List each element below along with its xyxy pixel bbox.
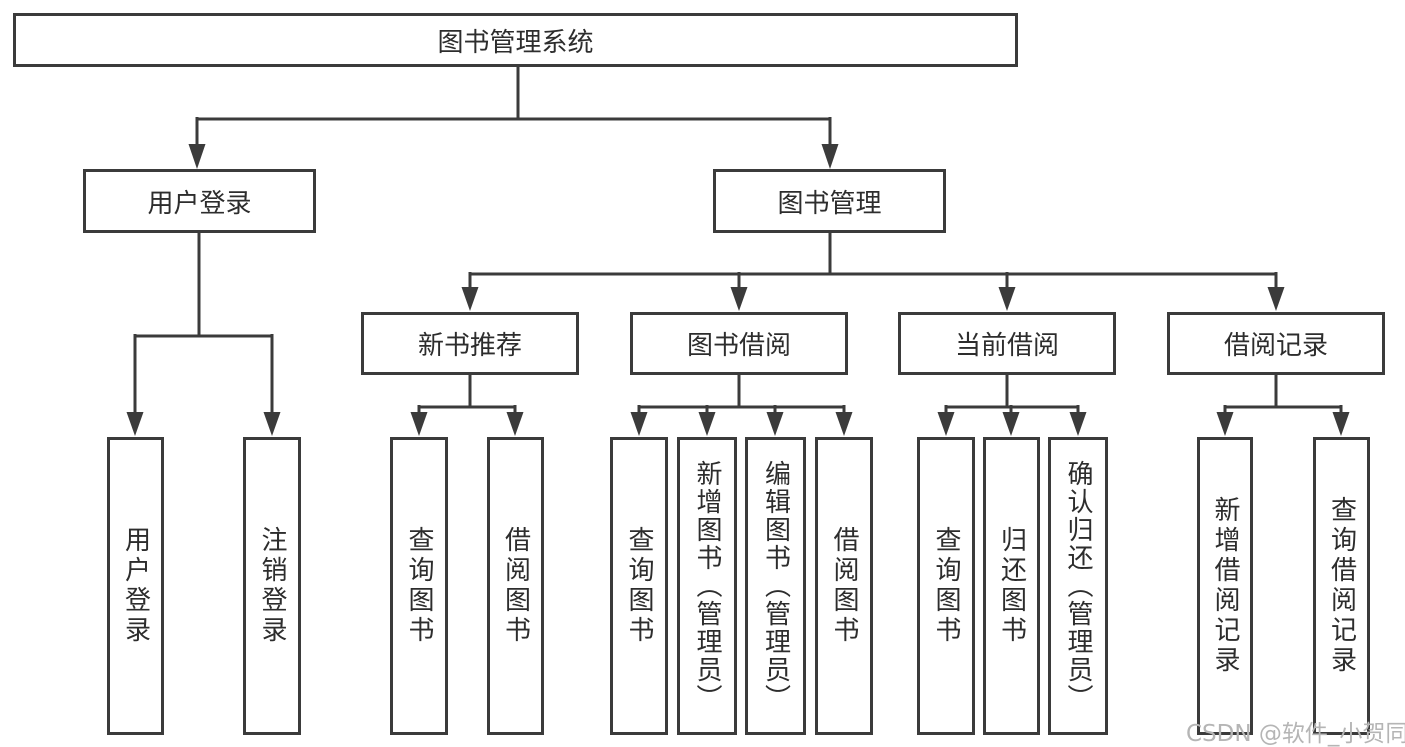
arrowhead: [937, 412, 955, 436]
node-user-login: 用户登录: [83, 169, 316, 233]
arrowhead: [821, 144, 839, 169]
leaf-label: 归还图书: [996, 526, 1027, 646]
arrowhead: [410, 412, 428, 436]
leaf-label: 查询借阅记录: [1326, 496, 1357, 676]
arrowhead: [1267, 287, 1285, 311]
node-root-system: 图书管理系统: [13, 13, 1018, 67]
arrowhead: [461, 287, 479, 311]
arrowhead: [998, 287, 1016, 311]
arrowhead: [835, 412, 853, 436]
leaf-label: 编辑图书（管理员）: [760, 460, 791, 712]
arrowhead: [126, 412, 144, 436]
node-leaf-query-books-2: 查询图书: [610, 437, 668, 735]
node-leaf-query-books-3: 查询图书: [917, 437, 975, 735]
node-leaf-borrow-books-2: 借阅图书: [815, 437, 873, 735]
connector-user-login-branch: [126, 233, 281, 436]
leaf-label: 查询图书: [404, 526, 434, 646]
node-leaf-edit-books-admin: 编辑图书（管理员）: [745, 437, 806, 735]
arrowhead: [506, 412, 524, 436]
leaf-label: 新增借阅记录: [1210, 496, 1240, 676]
node-leaf-add-borrow-record: 新增借阅记录: [1197, 437, 1253, 735]
node-leaf-return-books: 归还图书: [983, 437, 1040, 735]
connector-book-mgmt-branch: [461, 233, 1285, 311]
node-borrowing-records: 借阅记录: [1167, 312, 1385, 375]
leaf-label: 用户登录: [120, 526, 151, 646]
connector-root-to-level2: [188, 67, 839, 169]
node-leaf-query-books-1: 查询图书: [390, 437, 448, 735]
leaf-label: 确认归还（管理员）: [1063, 460, 1093, 712]
leaf-label: 注销登录: [257, 526, 287, 646]
arrowhead: [1332, 412, 1350, 436]
node-leaf-query-borrow-record: 查询借阅记录: [1313, 437, 1370, 735]
arrowhead: [263, 412, 281, 436]
arrowhead: [766, 412, 784, 436]
node-leaf-add-books-admin: 新增图书（管理员）: [677, 437, 737, 735]
node-leaf-user-login: 用户登录: [107, 437, 164, 735]
leaf-label: 借阅图书: [500, 526, 531, 646]
arrowhead: [698, 412, 716, 436]
connector-borrow-records-branch: [1216, 375, 1350, 436]
node-leaf-borrow-books-1: 借阅图书: [487, 437, 544, 735]
csdn-watermark: CSDN @软件_小贺同学: [1186, 721, 1405, 747]
leaf-label: 借阅图书: [829, 526, 859, 646]
arrowhead: [1069, 412, 1087, 436]
node-book-management: 图书管理: [713, 169, 946, 233]
node-leaf-logout: 注销登录: [243, 437, 301, 735]
arrowhead: [1216, 412, 1234, 436]
leaf-label: 新增图书（管理员）: [692, 460, 722, 712]
arrowhead: [730, 287, 748, 311]
leaf-label: 查询图书: [931, 526, 961, 646]
node-book-borrowing: 图书借阅: [630, 312, 848, 375]
leaf-label: 查询图书: [624, 526, 654, 646]
arrowhead: [1002, 412, 1020, 436]
arrowhead: [188, 144, 206, 169]
node-new-book-recommend: 新书推荐: [361, 312, 579, 375]
connector-book-borrow-branch: [630, 375, 853, 436]
connector-new-book-branch: [410, 375, 524, 436]
connector-current-borrow-branch: [937, 375, 1087, 436]
arrowhead: [630, 412, 648, 436]
node-leaf-confirm-return-admin: 确认归还（管理员）: [1048, 437, 1108, 735]
node-current-borrowing: 当前借阅: [898, 312, 1116, 375]
